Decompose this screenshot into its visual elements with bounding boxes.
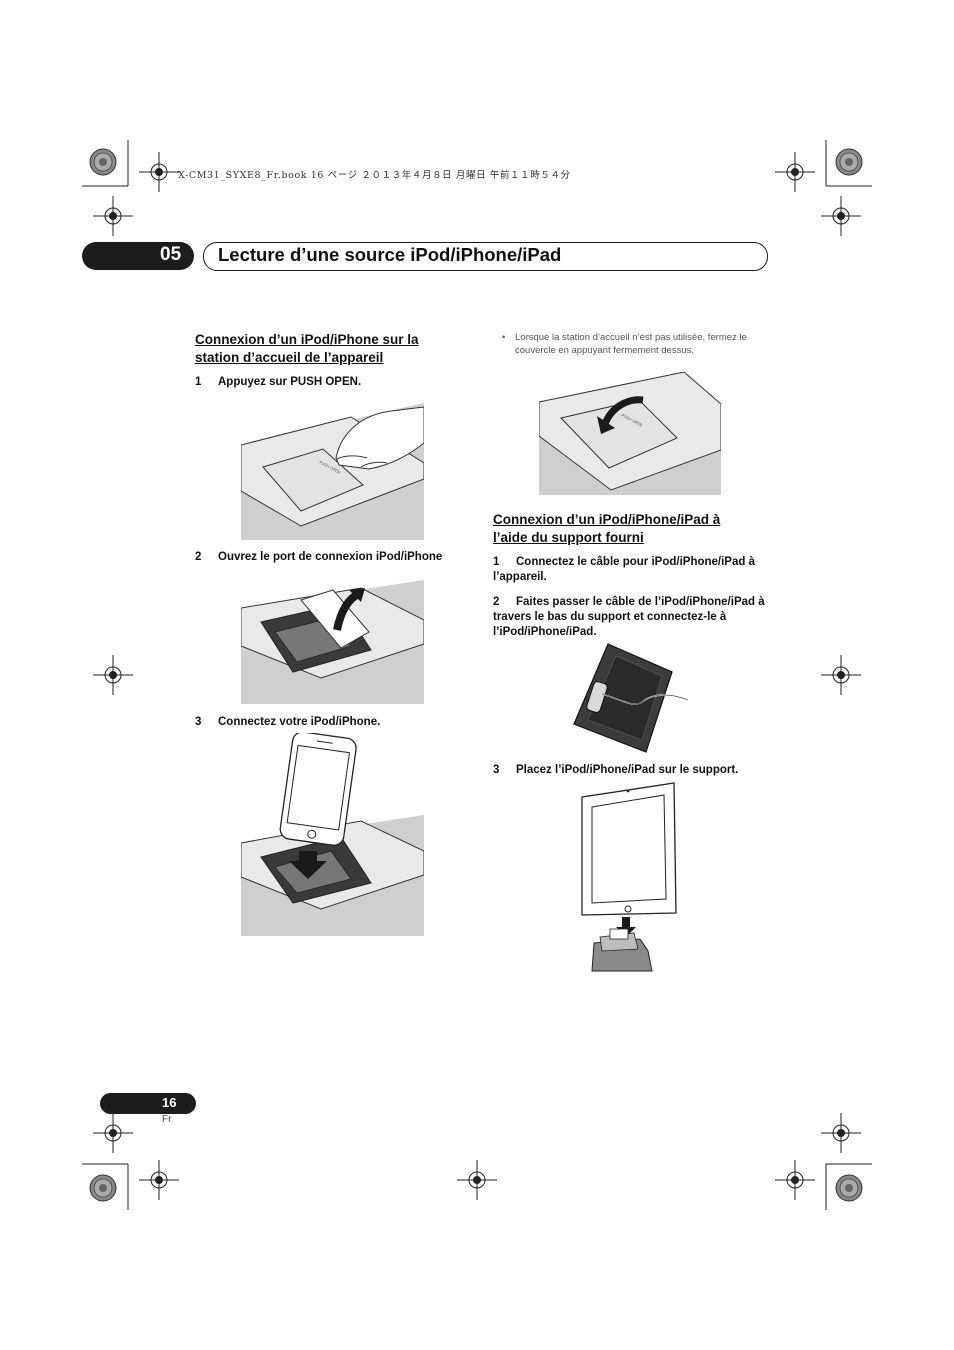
color-target-icon	[835, 148, 863, 176]
registration-mark-icon	[138, 151, 180, 193]
open-port-illustration	[241, 580, 424, 704]
registration-mark-icon	[92, 195, 134, 237]
chapter-title-frame	[203, 242, 768, 271]
registration-mark-icon	[774, 151, 816, 193]
close-lid-illustration: PUSH OPEN	[539, 372, 721, 495]
push-open-illustration: PUSH OPEN	[241, 403, 424, 540]
bullet: •	[502, 332, 506, 343]
chapter-title: Lecture d’une source iPod/iPhone/iPad	[218, 244, 562, 265]
chapter-tab	[82, 242, 194, 270]
registration-mark-icon	[774, 1159, 816, 1201]
section-title-dock: Connexion d’un iPod/iPhone sur la statio…	[195, 332, 419, 365]
page-language: Fr	[162, 1114, 172, 1125]
note-close-lid: • Lorsque la station d’accueil n’est pas…	[502, 332, 747, 356]
color-target-icon	[835, 1174, 863, 1202]
stand-cable-illustration	[573, 643, 689, 753]
registration-mark-icon	[820, 1112, 862, 1154]
place-ipad-illustration	[581, 782, 677, 972]
registration-mark-icon	[138, 1159, 180, 1201]
registration-mark-icon	[456, 1159, 498, 1201]
registration-mark-icon	[820, 654, 862, 696]
registration-mark-icon	[820, 195, 862, 237]
chapter-number: 05	[160, 244, 182, 265]
page-number: 16	[162, 1095, 177, 1110]
color-target-icon	[89, 148, 117, 176]
page-number-tab	[100, 1093, 196, 1114]
color-target-icon	[89, 1174, 117, 1202]
section-title-stand: Connexion d’un iPod/iPhone/iPad à l’aide…	[493, 512, 721, 545]
registration-mark-icon	[92, 654, 134, 696]
book-file-line: X-CM31_SYXE8_Fr.book 16 ページ ２０１３年４月８日 月曜…	[178, 170, 571, 181]
registration-mark-icon	[92, 1112, 134, 1154]
connect-iphone-illustration	[241, 733, 424, 936]
